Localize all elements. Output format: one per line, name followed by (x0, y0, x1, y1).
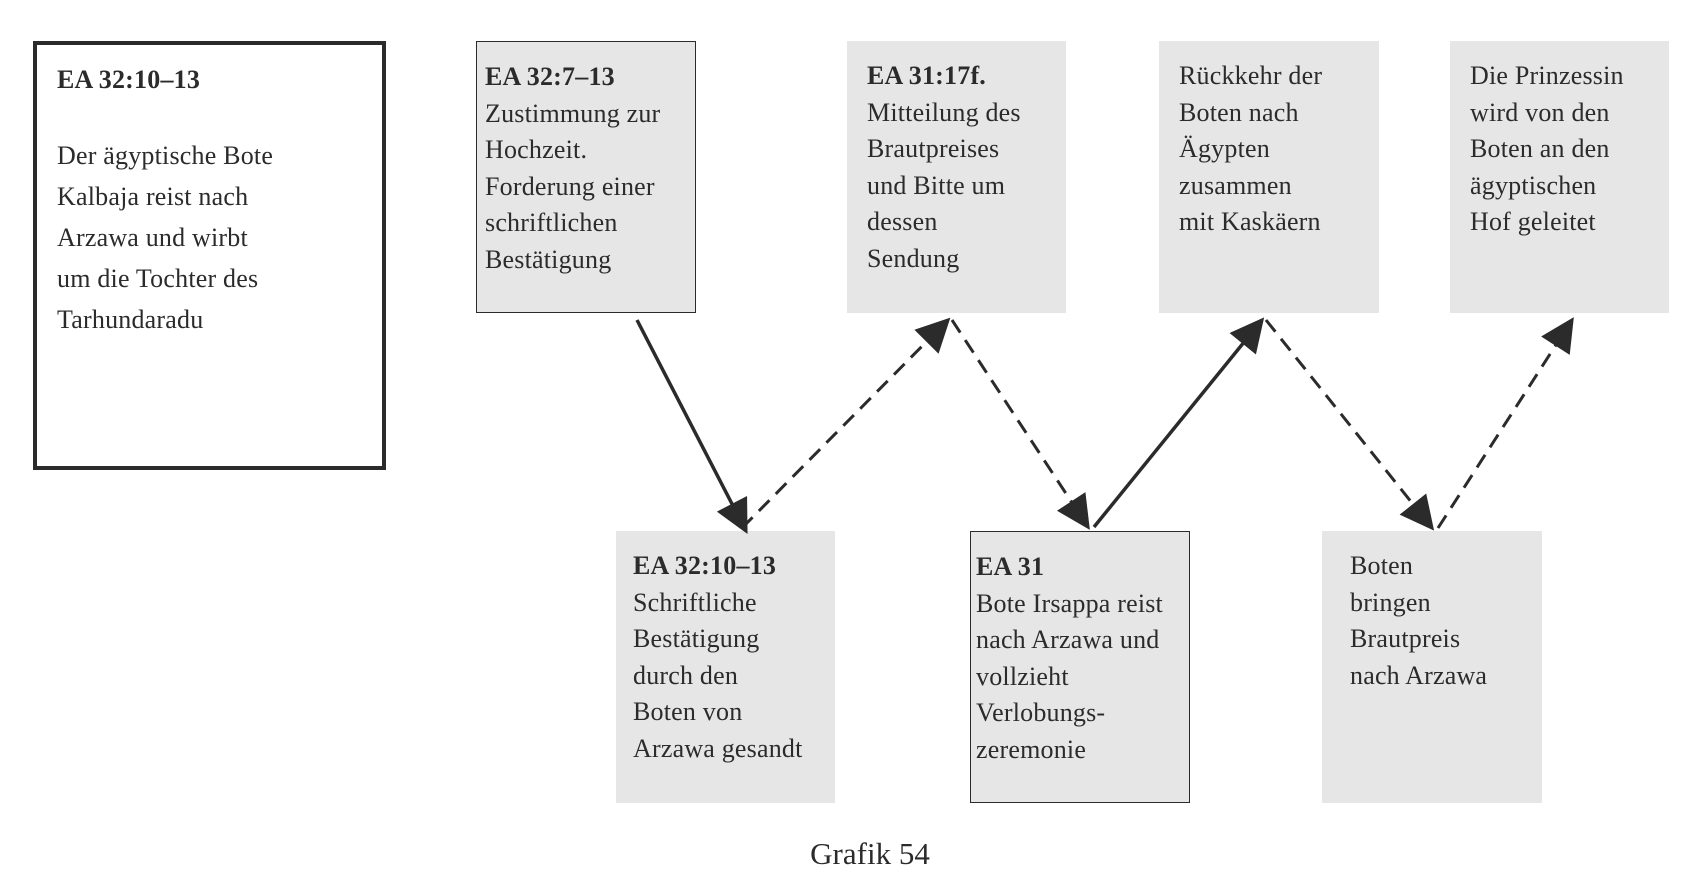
top-box-1: EA 32:7–13 Zustimmung zur Hochzeit. Ford… (476, 41, 696, 313)
box-line: Sendung (867, 243, 960, 273)
box-line: Hochzeit. (485, 135, 588, 164)
arrow-2 (740, 317, 951, 530)
box-line: Boten von (633, 697, 743, 726)
box-ref: EA 31:17f. (867, 61, 986, 90)
top-box-4: Die Prinzessin wird von den Boten an den… (1450, 41, 1669, 313)
box-line: zeremonie (976, 734, 1087, 764)
box-line: und Bitte um (867, 170, 1006, 200)
box-line: Bestätigung (633, 624, 760, 653)
box-line: Bestätigung (485, 244, 612, 274)
box-ref: EA 31 (976, 552, 1045, 581)
box-line: Rückkehr der (1179, 61, 1323, 90)
intro-line: Arzawa und wirbt (57, 222, 248, 252)
box-line: Brautpreis (1350, 624, 1461, 653)
box-line: bringen (1350, 587, 1431, 617)
box-line: Boten an den (1470, 134, 1610, 163)
box-line: Forderung einer (485, 171, 655, 201)
box-line: vollzieht (976, 661, 1069, 691)
box-line: nach Arzawa (1350, 660, 1488, 690)
arrow-6 (1436, 317, 1574, 529)
box-line: Brautpreises (867, 134, 1000, 163)
arrow-4 (1092, 317, 1265, 529)
box-line: Boten (1350, 551, 1414, 580)
box-line: nach Arzawa und (976, 625, 1160, 654)
top-box-3: Rückkehr der Boten nach Ägypten zusammen… (1159, 41, 1379, 313)
box-line: Die Prinzessin (1470, 61, 1624, 90)
box-line: durch den (633, 660, 739, 690)
bottom-box-1: EA 32:10–13 Schriftliche Bestätigung dur… (616, 531, 835, 803)
box-line: Arzawa gesandt (633, 733, 803, 763)
arrow-5 (1264, 319, 1435, 531)
intro-line: um die Tochter des (57, 263, 259, 293)
intro-ref: EA 32:10–13 (57, 65, 201, 94)
box-line: Schriftliche (633, 587, 757, 617)
box-line: Ägypten (1179, 134, 1270, 163)
box-line: Zustimmung zur (485, 98, 661, 128)
box-line: schriftlichen (485, 208, 618, 237)
box-line: Boten nach (1179, 97, 1299, 127)
arrow-1 (635, 319, 748, 535)
box-line: dessen (867, 207, 938, 236)
box-line: Hof geleitet (1470, 207, 1596, 236)
bottom-box-3: Boten bringen Brautpreis nach Arzawa (1322, 531, 1542, 803)
figure-caption: Grafik 54 (810, 836, 930, 871)
box-line: zusammen (1179, 170, 1292, 200)
box-line: Bote Irsappa reist (976, 588, 1163, 618)
intro-line: Tarhundaradu (57, 304, 204, 334)
top-box-2: EA 31:17f. Mitteilung des Brautpreises u… (847, 41, 1066, 313)
arrow-3 (950, 319, 1090, 530)
intro-box: EA 32:10–13 Der ägyptische Bote Kalbaja … (33, 41, 386, 470)
intro-line: Kalbaja reist nach (57, 181, 249, 211)
box-line: Mitteilung des (867, 97, 1021, 127)
box-ref: EA 32:7–13 (485, 62, 615, 91)
box-ref: EA 32:10–13 (633, 551, 777, 580)
intro-line: Der ägyptische Bote (57, 140, 274, 170)
box-line: mit Kaskäern (1179, 207, 1321, 236)
bottom-box-2: EA 31 Bote Irsappa reist nach Arzawa und… (970, 531, 1190, 803)
box-line: ägyptischen (1470, 170, 1597, 200)
box-line: wird von den (1470, 97, 1610, 127)
box-line: Verlobungs- (976, 698, 1106, 727)
